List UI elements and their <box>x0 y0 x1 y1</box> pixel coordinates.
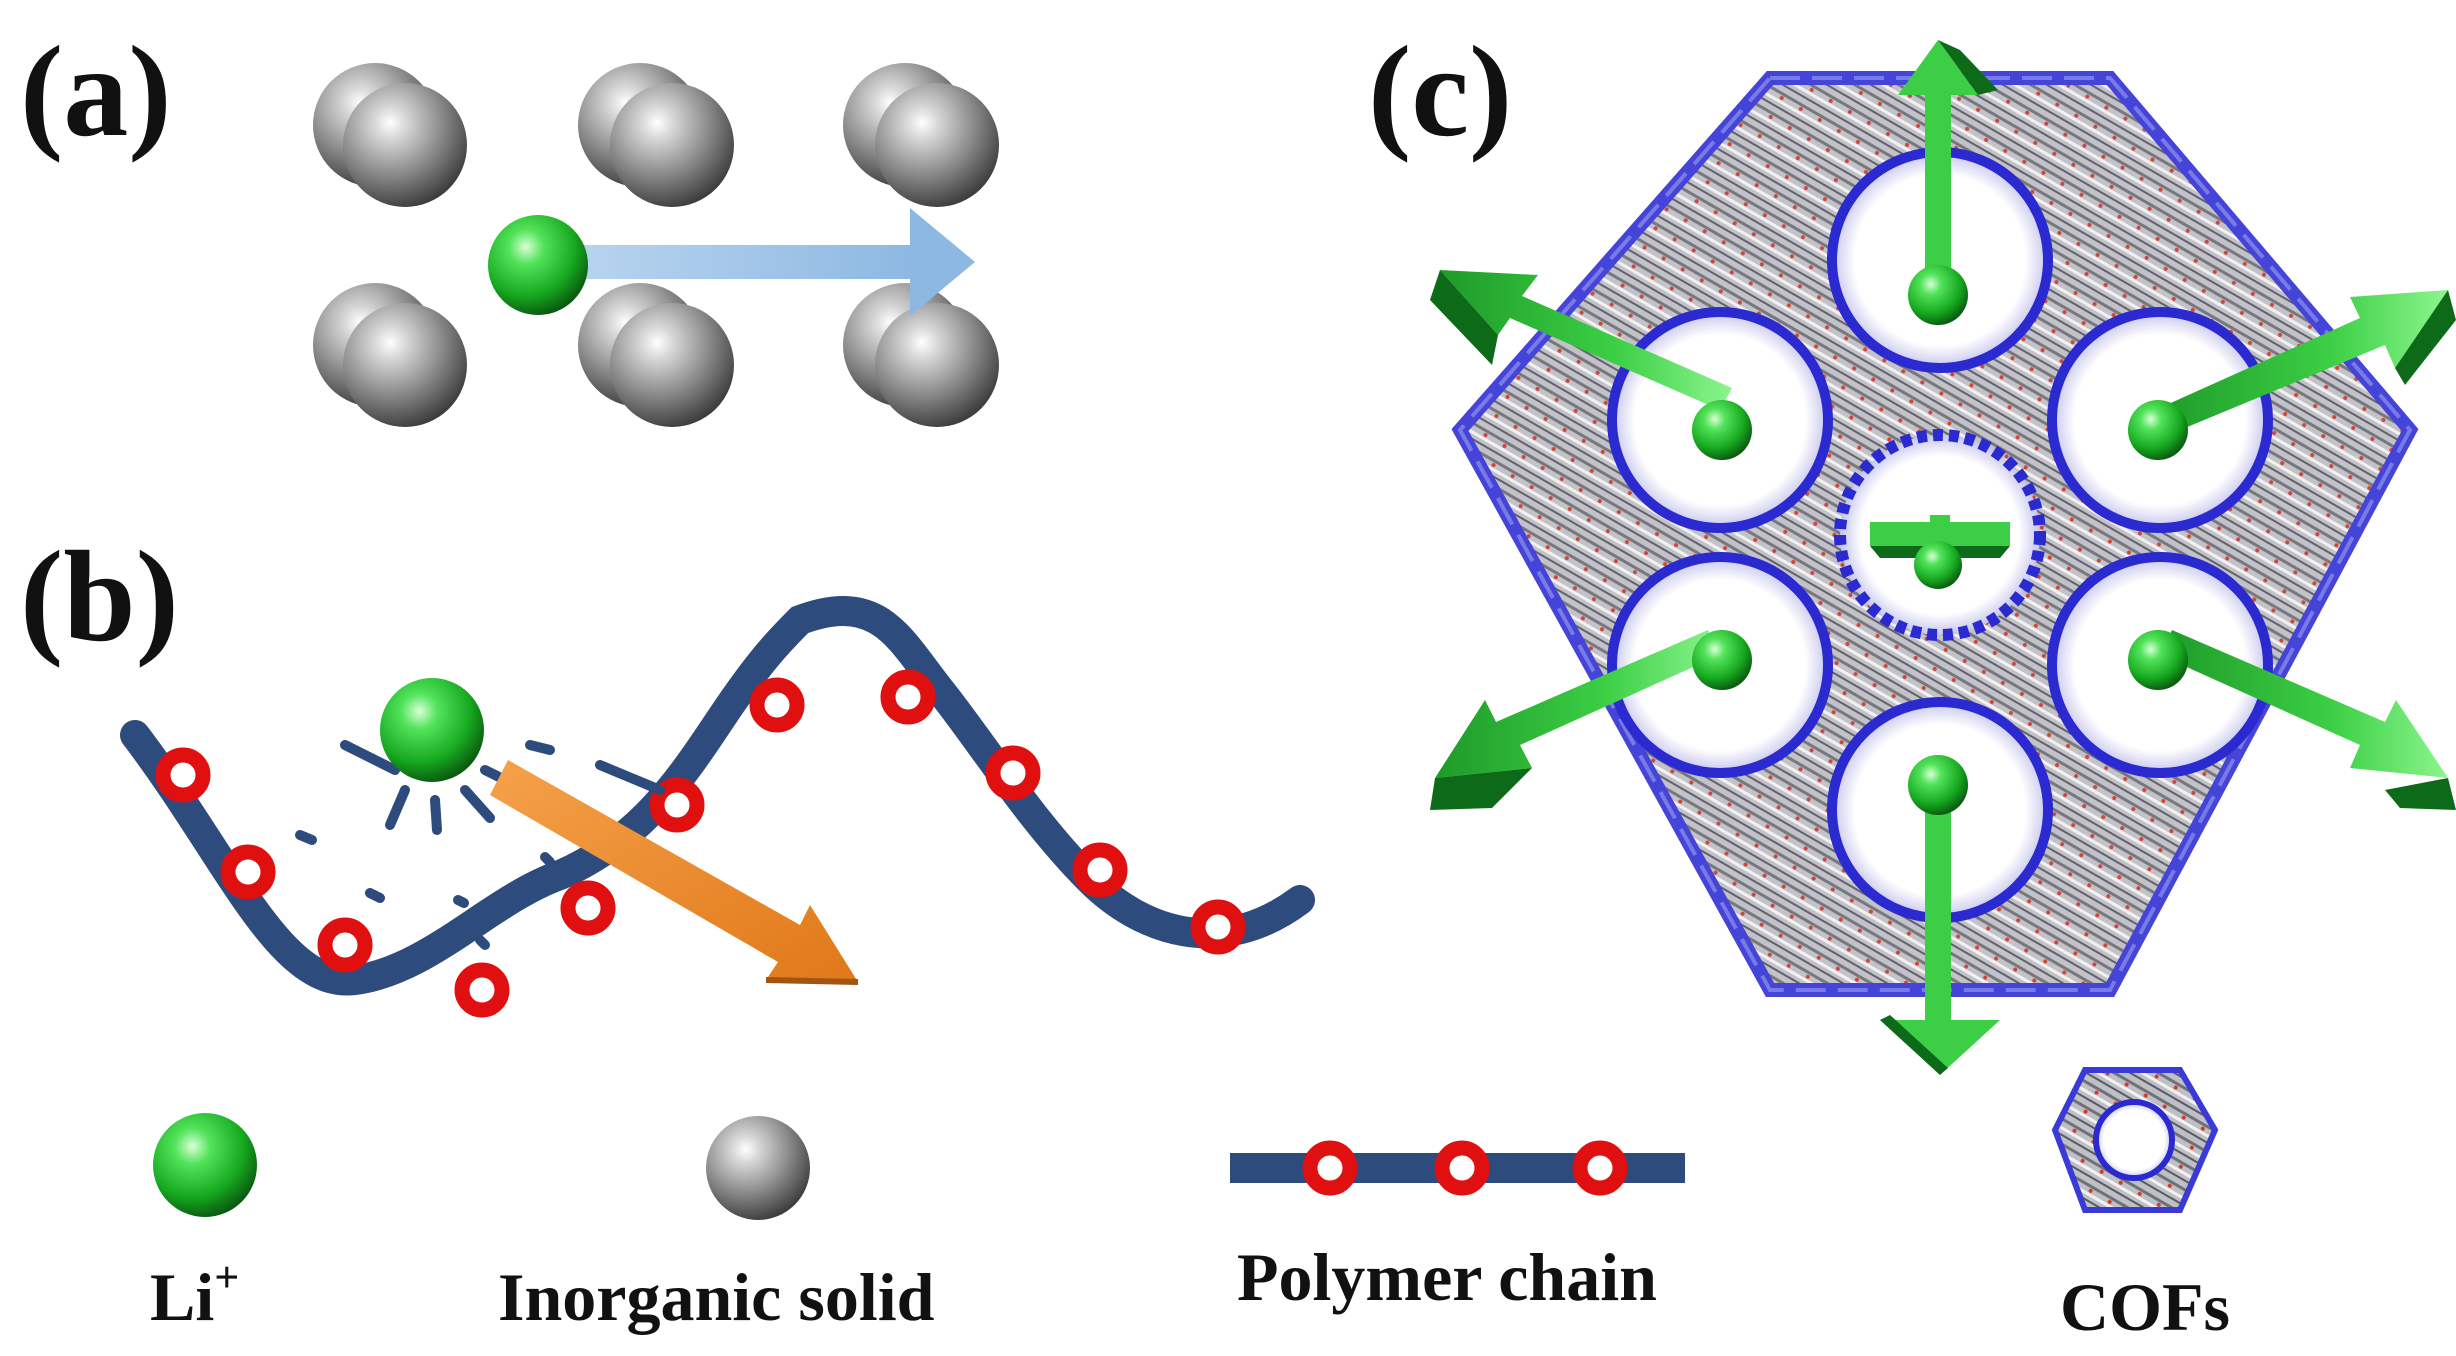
legend-polymer-label: Polymer chain <box>1237 1239 1657 1315</box>
li-coordination-bonds <box>295 740 665 950</box>
inorganic-atom <box>843 283 999 427</box>
polymer-bead <box>649 777 705 833</box>
li-ion <box>380 678 484 782</box>
polymer-bead <box>560 880 616 936</box>
inorganic-atom <box>843 63 999 207</box>
arrow-upper-left <box>1430 270 1732 410</box>
polymer-bead <box>1190 899 1246 955</box>
legend-inorganic: Inorganic solid <box>498 1116 935 1335</box>
polymer-legend-bead <box>1302 1140 1358 1196</box>
li-ion <box>1692 400 1752 460</box>
arrow-lower-left <box>1430 630 1720 810</box>
legend-inorganic-label: Inorganic solid <box>498 1259 935 1335</box>
polymer-bead <box>749 677 805 733</box>
inorganic-atom <box>578 283 734 427</box>
legend-cof: COFs <box>2051 1067 2230 1345</box>
arrow-upper-right <box>2155 290 2456 435</box>
arrow-down <box>1880 790 2000 1075</box>
inorganic-lattice <box>313 63 999 427</box>
cof-legend-pore <box>2093 1099 2175 1181</box>
polymer-bead <box>317 917 373 973</box>
panel-c-label: (c) <box>1368 20 1512 164</box>
polymer-bead <box>1072 842 1128 898</box>
li-legend-icon <box>153 1113 257 1217</box>
polymer-bead <box>454 962 510 1018</box>
polymer-chain-units <box>155 669 1246 1018</box>
inorganic-legend-icon <box>706 1116 810 1220</box>
li-ion <box>1908 755 1968 815</box>
li-ion <box>1692 630 1752 690</box>
polymer-bead <box>220 844 276 900</box>
cof-transport-arrows <box>1430 40 2456 1075</box>
legend-cof-label: COFs <box>2060 1269 2230 1345</box>
li-ion <box>2128 400 2188 460</box>
panel-a-label: (a) <box>20 20 172 164</box>
inorganic-atom <box>578 63 734 207</box>
inorganic-atom <box>313 63 467 207</box>
polymer-bead <box>985 745 1041 801</box>
li-ion <box>1908 265 1968 325</box>
li-ion <box>488 215 588 315</box>
li-hopping-arrow <box>575 208 975 316</box>
li-ion <box>2128 630 2188 690</box>
panel-b-label: (b) <box>20 525 179 669</box>
arrow-lower-right <box>2160 630 2456 810</box>
polymer-legend-bead <box>1434 1140 1490 1196</box>
li-ion <box>1914 541 1962 589</box>
polymer-bead <box>880 669 936 725</box>
li-segmental-motion-arrow <box>490 760 859 985</box>
legend-li: Li+ <box>150 1113 257 1335</box>
legend-polymer: Polymer chain <box>1230 1140 1685 1315</box>
polymer-legend-bead <box>1572 1140 1628 1196</box>
legend-li-label: Li+ <box>150 1253 239 1335</box>
inorganic-atom <box>313 283 467 427</box>
polymer-bead <box>155 747 211 803</box>
legend: Li+ Inorganic solid Polymer chain COFs <box>150 1067 2230 1345</box>
